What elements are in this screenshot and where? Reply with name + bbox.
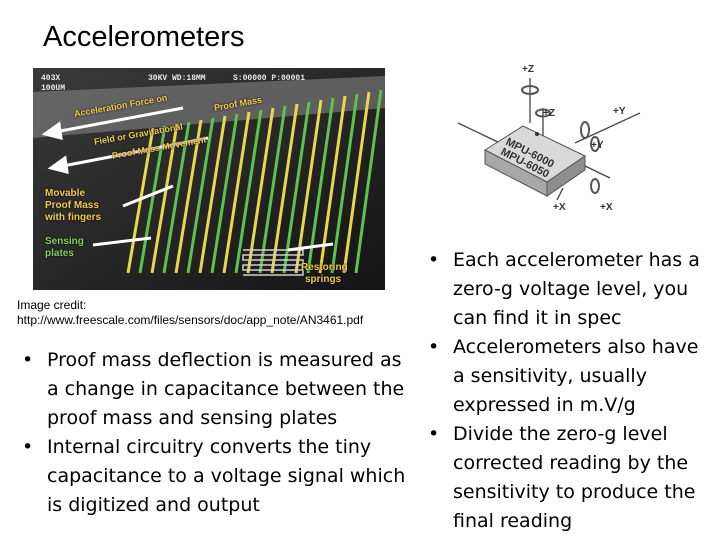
image-credit-label: Image credit: bbox=[17, 298, 87, 312]
sem-micrograph-drawing bbox=[33, 68, 385, 290]
restoring-spring bbox=[242, 249, 304, 276]
axis-y-outer: +Y bbox=[613, 106, 626, 117]
sem-label-proof-mass: Proof Mass bbox=[45, 200, 99, 211]
sem-label-movable: Movable bbox=[45, 188, 86, 199]
sem-readout-s: S:00000 P:00001 bbox=[233, 74, 306, 83]
sem-label-with-fingers: with fingers bbox=[45, 212, 102, 223]
chip-axis-diagram: +Z +Z +Y +Y +X +X MPU-6000 MPU-6050 bbox=[457, 64, 641, 213]
sem-label-restoring: Restoring bbox=[301, 262, 348, 273]
right-bullet-3: Divide the zero-g level corrected readin… bbox=[428, 420, 716, 536]
image-credit: Image credit: http://www.freescale.com/f… bbox=[17, 298, 417, 328]
sem-readout-mag: 403X bbox=[41, 74, 61, 83]
axis-z-outer: +Z bbox=[522, 64, 534, 75]
comb-fingers bbox=[126, 89, 383, 274]
left-bullet-2: Internal circuitry converts the tiny cap… bbox=[22, 433, 417, 520]
image-credit-url: http://www.freescale.com/files/sensors/d… bbox=[17, 313, 364, 327]
left-bullet-list: Proof mass deflection is measured as a c… bbox=[22, 346, 417, 520]
sem-readout-scale: 100UM bbox=[41, 84, 66, 93]
right-bullet-list: Each accelerometer has a zero-g voltage … bbox=[428, 246, 716, 536]
right-bullet-1: Each accelerometer has a zero-g voltage … bbox=[428, 246, 716, 333]
axis-y-inner: +Y bbox=[591, 140, 604, 151]
slide-title: Accelerometers bbox=[43, 21, 245, 53]
sem-label-springs: springs bbox=[305, 274, 342, 285]
left-bullet-1: Proof mass deflection is measured as a c… bbox=[22, 346, 417, 433]
axis-x-outer: +X bbox=[600, 202, 613, 213]
sem-arrows bbox=[41, 106, 334, 252]
sem-label-plates: plates bbox=[45, 248, 74, 259]
sem-readout-kv: 30KV WD:18MM bbox=[148, 74, 206, 83]
axis-z-inner: +Z bbox=[543, 108, 555, 119]
sem-micrograph: 403X 30KV WD:18MM S:00000 P:00001 100UM … bbox=[33, 68, 385, 290]
sem-label-sensing: Sensing bbox=[45, 236, 84, 247]
axis-x-inner: +X bbox=[553, 202, 566, 213]
right-bullet-2: Accelerometers also have a sensitivity, … bbox=[428, 333, 716, 420]
